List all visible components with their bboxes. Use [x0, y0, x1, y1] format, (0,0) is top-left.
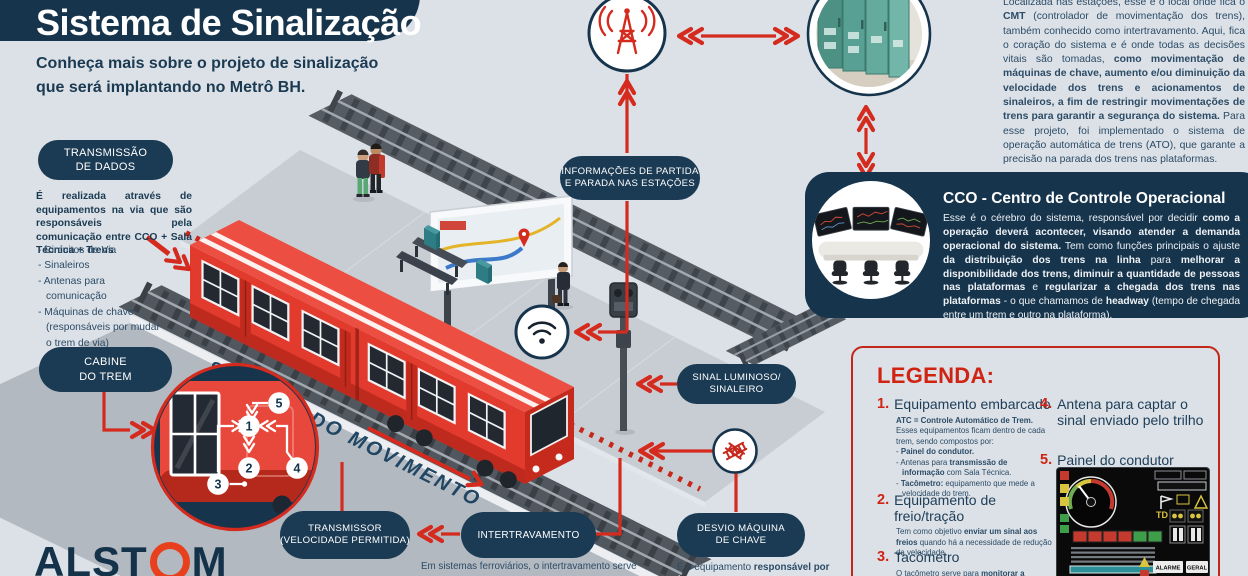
legend-sub-line: Tem como objetivo enviar um sinal aos fr…	[896, 527, 1052, 558]
pill-intertravamento: INTERTRAVAMENTO	[461, 512, 596, 558]
legend-number: 5.	[1040, 452, 1053, 468]
legend-number: 2.	[877, 492, 890, 508]
legend-item-title: Tacômetro	[894, 549, 960, 565]
door-indicator-lamps	[1169, 509, 1204, 544]
legend-item-2: 2. Equipamento de freio/tração Tem como …	[877, 492, 1062, 559]
bullet-item: - Máquinas de chave (responsáveis por mu…	[38, 306, 160, 349]
metro-train	[190, 220, 574, 489]
alstom-logo: ALST M	[34, 538, 228, 576]
switch-track-stub	[725, 301, 847, 369]
legend-item-4: 4. Antena para captar o sinal enviado pe…	[1040, 396, 1216, 428]
alarme-label: ALARME	[1156, 566, 1181, 572]
page-title: Sistema de Sinalização	[36, 2, 422, 43]
track-switch-icon	[722, 441, 748, 461]
cab-detail-circle: 1 2 3 4 5	[150, 362, 320, 532]
cco-paragraph: Esse é o cérebro do sistema, responsável…	[943, 213, 1241, 322]
legend-panel	[851, 346, 1220, 576]
pantograph-icon	[1193, 494, 1209, 509]
bullet-item: - Circuitos de Via	[38, 245, 117, 256]
td-indicator: TD	[1156, 510, 1168, 520]
cab-number-4: 4	[294, 462, 301, 476]
intertravamento-caption: Em sistemas ferroviários, o intertravame…	[421, 561, 637, 572]
warning-triangle-icon	[1139, 557, 1150, 567]
title-banner: Sistema de Sinalização	[0, 0, 422, 43]
technical-room-paragraph: Localizada nas estações, esse é o local …	[1003, 0, 1245, 166]
legend-number: 1.	[877, 396, 890, 412]
bullet-item: - Antenas para comunicação	[38, 275, 107, 303]
cab-number-5: 5	[276, 397, 283, 411]
control-room-illustration	[813, 206, 929, 285]
transmissao-intro-text: É realizada através de equipamentos na v…	[36, 191, 192, 257]
briefcase-icon	[552, 295, 561, 303]
pill-transmissor: TRANSMISSOR (VELOCIDADE PERMITIDA)	[280, 511, 410, 559]
driver-panel-image: TD ALARME GERAL	[1056, 467, 1210, 576]
cco-title: CCO - Centro de Controle Operacional	[943, 190, 1226, 207]
legend-item-3: 3. Tacômetro O tacômetro serve para moni…	[877, 549, 1062, 576]
alarme-button	[1153, 561, 1183, 573]
legend-item-1: 1. Equipamento embarcado ATC = Controle …	[877, 396, 1052, 500]
switch-circle	[712, 428, 758, 474]
legend-sub-line: - Painel do condutor.	[896, 447, 975, 457]
cab-number-3: 3	[215, 478, 222, 492]
logo-text: ALST	[34, 538, 148, 576]
cab-number-1: 1	[246, 420, 253, 434]
page-subtitle: Conheça mais sobre o projeto de sinaliza…	[36, 55, 379, 96]
legend-sub-line: - Antenas para transmissão de informação…	[896, 457, 1012, 478]
businessman	[552, 262, 573, 310]
cab-number-nodes: 1 2 3 4 5	[207, 392, 308, 495]
flag-icon	[1160, 495, 1174, 509]
logo-o-icon	[149, 542, 190, 576]
pill-cabine-do-trem: CABINE DO TREM	[39, 347, 172, 392]
cab-diagram-lines	[216, 401, 293, 486]
legend-sub-line: - Tacômetro: equipamento que mede a velo…	[896, 478, 1035, 499]
legend-item-title: Antena para captar o sinal enviado pelo …	[1057, 396, 1204, 429]
wifi-icon	[527, 321, 557, 344]
radio-antenna-circle	[587, 0, 667, 73]
bullet-item: - Sinaleiros	[38, 260, 90, 272]
legend-title: LEGENDA:	[877, 363, 995, 388]
legend-item-title: Equipamento de freio/tração	[894, 492, 997, 525]
legend-sub-line: Esses equipamentos ficam dentro de cada …	[896, 426, 1046, 446]
pill-informacoes-partida-parada: INFORMAÇÕES DE PARTIDA E PARADA NAS ESTA…	[560, 156, 700, 200]
logo-text: M	[191, 538, 228, 576]
transmissao-bullet-list: - Circuitos de Via - Sinaleiros - Antena…	[38, 243, 168, 351]
pill-sinal-luminoso: SINAL LUMINOSO/ SINALEIRO	[677, 364, 796, 404]
legend-item-title: Painel do condutor	[1057, 452, 1174, 468]
legend-item-5: 5. Painel do condutor	[1040, 452, 1216, 469]
wifi-circle	[514, 304, 570, 360]
cco-control-room-photo	[812, 181, 930, 299]
legend-sub-line: O tacômetro serve para monitorar a veloc…	[896, 568, 1025, 576]
connectors	[102, 34, 868, 536]
legend-item-title: Equipamento embarcado	[894, 396, 1051, 412]
geral-label: GERAL	[1187, 566, 1208, 572]
legend-number: 3.	[877, 549, 890, 565]
desvio-caption: É o equipamento responsável por	[677, 562, 830, 573]
platform-benches	[396, 225, 492, 295]
pill-transmissao-de-dados: TRANSMISSÃO DE DADOS	[38, 140, 173, 180]
passenger-pair	[353, 143, 385, 202]
technical-room-circle	[806, 0, 932, 97]
pill-desvio-maquina-chave: DESVIO MÁQUINA DE CHAVE	[677, 513, 805, 557]
direction-arrow	[367, 426, 485, 490]
legend-number: 4.	[1040, 396, 1053, 412]
legend-sub-line: ATC = Controle Automático de Trem.	[896, 415, 1034, 425]
geral-button	[1186, 561, 1208, 573]
radio-antenna-icon	[598, 5, 656, 55]
server-cabinets-photo	[816, 0, 922, 87]
cab-number-2: 2	[246, 462, 253, 476]
